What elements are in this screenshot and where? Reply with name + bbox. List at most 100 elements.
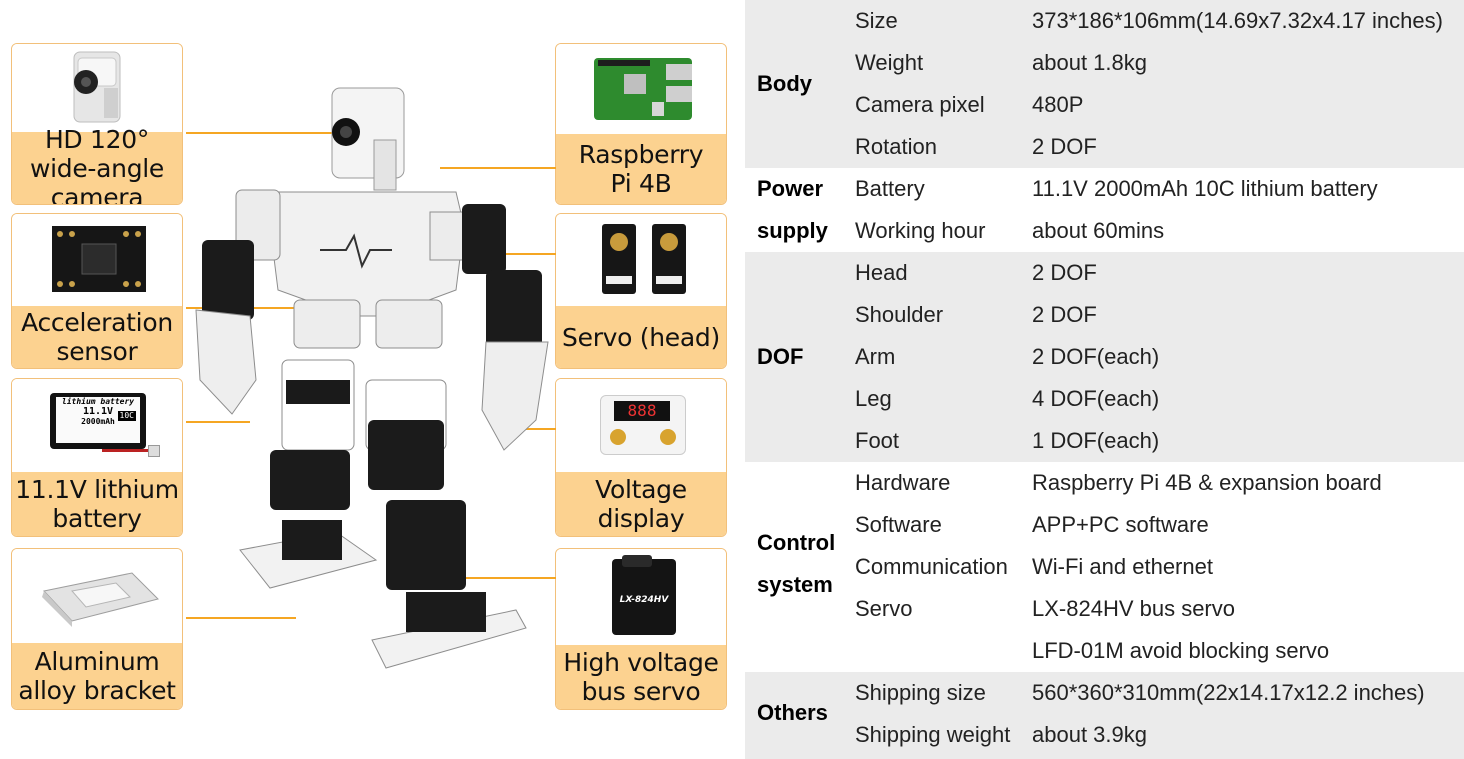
- feature-card-camera: HD 120° wide-angle camera: [11, 43, 183, 205]
- spec-value: 2 DOF(each): [1032, 344, 1160, 369]
- feature-label: 11.1V lithium battery: [12, 472, 182, 536]
- raspberry-pi-board-icon: [556, 44, 726, 134]
- acceleration-sensor-chip-icon: [12, 214, 182, 304]
- feature-card-acceleration-sensor: Acceleration sensor: [11, 213, 183, 369]
- spec-row: Shoulder 2 DOF: [745, 294, 1464, 336]
- spec-key: Software: [855, 512, 942, 537]
- spec-row: Foot 1 DOF(each): [745, 420, 1464, 462]
- leader-line-voltage: [510, 428, 556, 430]
- spec-key: Arm: [855, 344, 896, 369]
- spec-value: APP+PC software: [1032, 512, 1209, 537]
- spec-row: Battery 11.1V 2000mAh 10C lithium battery: [745, 168, 1464, 210]
- spec-key: Leg: [855, 386, 892, 411]
- voltage-display-icon: 888: [556, 379, 726, 471]
- spec-value: LFD-01M avoid blocking servo: [1032, 638, 1330, 663]
- spec-group-others: Others Shipping size 560*360*310mm(22x14.…: [745, 672, 1464, 759]
- spec-row: Hardware Raspberry Pi 4B & expansion boar…: [745, 462, 1464, 504]
- leader-line-bus-servo: [466, 577, 556, 579]
- leader-line-battery: [186, 421, 250, 423]
- spec-row: Working hour about 60mins: [745, 210, 1464, 252]
- spec-value: 373*186*106mm(14.69x7.32x4.17 inches): [1032, 8, 1443, 33]
- spec-key: Foot: [855, 428, 900, 453]
- servo-pair-icon: [556, 214, 726, 304]
- feature-card-raspberry-pi: Raspberry Pi 4B: [555, 43, 727, 205]
- spec-key: Head: [855, 260, 908, 285]
- spec-row: Software APP+PC software: [745, 504, 1464, 546]
- battery-voltage-text: 11.1V: [82, 406, 114, 417]
- feature-label: Voltage display: [556, 472, 726, 536]
- spec-table: Body Size 373*186*106mm(14.69x7.32x4.17 i…: [745, 0, 1464, 759]
- spec-key: Working hour: [855, 218, 986, 243]
- feature-card-bus-servo: LX-824HV High voltage bus servo: [555, 548, 727, 710]
- spec-value: Raspberry Pi 4B & expansion board: [1032, 470, 1382, 495]
- spec-row: Camera pixel 480P: [745, 84, 1464, 126]
- battery-capacity-text: 2000mAh: [81, 417, 115, 426]
- spec-row: Shipping weight about 3.9kg: [745, 714, 1464, 756]
- spec-value: Wi-Fi and ethernet: [1032, 554, 1213, 579]
- spec-key: Size: [855, 8, 898, 33]
- spec-key: Weight: [855, 50, 924, 75]
- spec-value: 2 DOF: [1032, 260, 1097, 285]
- battery-brand-text: lithium battery: [61, 397, 135, 406]
- spec-value: 560*360*310mm(22x14.17x12.2 inches): [1032, 680, 1425, 705]
- spec-category: Power supply: [757, 176, 828, 243]
- humanoid-robot-image: [186, 80, 558, 680]
- camera-module-icon: [12, 44, 182, 134]
- leader-line-raspberry-pi: [440, 167, 556, 169]
- spec-group-dof: DOF Head 2 DOF Shoulder 2 DOF Arm 2 DOF(eac…: [745, 252, 1464, 462]
- spec-key: Shipping size: [855, 680, 986, 705]
- spec-key: Camera pixel: [855, 92, 985, 117]
- spec-key: Shoulder: [855, 302, 944, 327]
- spec-category: DOF: [757, 344, 804, 369]
- spec-value: about 1.8kg: [1032, 50, 1147, 75]
- spec-key: Hardware: [855, 470, 951, 495]
- spec-key: Battery: [855, 176, 925, 201]
- aluminum-bracket-icon: [12, 549, 182, 639]
- spec-row: Arm 2 DOF(each): [745, 336, 1464, 378]
- spec-group-power: Power supply Battery 11.1V 2000mAh 10C li…: [745, 168, 1464, 252]
- battery-rating-badge: 10C: [117, 411, 136, 421]
- leader-line-bracket: [186, 617, 296, 619]
- voltage-readout: 888: [614, 401, 670, 421]
- spec-key: Shipping weight: [855, 722, 1011, 747]
- spec-row: Shipping size 560*360*310mm(22x14.17x12.2…: [745, 672, 1464, 714]
- spec-value: 2 DOF: [1032, 302, 1097, 327]
- feature-label: High voltage bus servo: [556, 645, 726, 709]
- spec-value: 1 DOF(each): [1032, 428, 1160, 453]
- feature-label: Servo (head): [556, 306, 726, 368]
- feature-card-bracket: Aluminum alloy bracket: [11, 548, 183, 710]
- feature-label: Raspberry Pi 4B: [556, 134, 726, 204]
- spec-value: 4 DOF(each): [1032, 386, 1160, 411]
- spec-row: Communication Wi-Fi and ethernet: [745, 546, 1464, 588]
- spec-row: LFD-01M avoid blocking servo: [745, 630, 1464, 672]
- spec-value: 2 DOF: [1032, 134, 1097, 159]
- leader-line-camera: [186, 132, 336, 134]
- spec-row: Rotation 2 DOF: [745, 126, 1464, 168]
- spec-value: LX-824HV bus servo: [1032, 596, 1235, 621]
- spec-key: Servo: [855, 596, 913, 621]
- spec-value: about 60mins: [1032, 218, 1165, 243]
- feature-card-voltage-display: 888 Voltage display: [555, 378, 727, 537]
- spec-key: Communication: [855, 554, 1008, 579]
- spec-row: Head 2 DOF: [745, 252, 1464, 294]
- spec-value: about 3.9kg: [1032, 722, 1147, 747]
- spec-value: 11.1V 2000mAh 10C lithium battery: [1032, 176, 1378, 201]
- spec-row: Size 373*186*106mm(14.69x7.32x4.17 inches…: [745, 0, 1464, 42]
- feature-label: Acceleration sensor: [12, 306, 182, 368]
- spec-key: Rotation: [855, 134, 937, 159]
- spec-row: Servo LX-824HV bus servo: [745, 588, 1464, 630]
- feature-card-servo-head: Servo (head): [555, 213, 727, 369]
- spec-group-body: Body Size 373*186*106mm(14.69x7.32x4.17 i…: [745, 0, 1464, 168]
- lithium-battery-icon: lithium battery 11.1V 2000mAh 10C: [12, 379, 182, 471]
- feature-card-battery: lithium battery 11.1V 2000mAh 10C 11.1V …: [11, 378, 183, 537]
- spec-category: Control system: [757, 530, 836, 597]
- servo-model-text: LX-824HV: [619, 595, 669, 605]
- spec-value: 480P: [1032, 92, 1084, 117]
- feature-label: Aluminum alloy bracket: [12, 643, 182, 709]
- spec-row: Leg 4 DOF(each): [745, 378, 1464, 420]
- feature-label: HD 120° wide-angle camera: [12, 125, 182, 204]
- spec-category: Others: [757, 700, 828, 725]
- spec-category: Body: [757, 71, 812, 96]
- spec-row: Weight about 1.8kg: [745, 42, 1464, 84]
- spec-group-control: Control system Hardware Raspberry Pi 4B &…: [745, 462, 1464, 672]
